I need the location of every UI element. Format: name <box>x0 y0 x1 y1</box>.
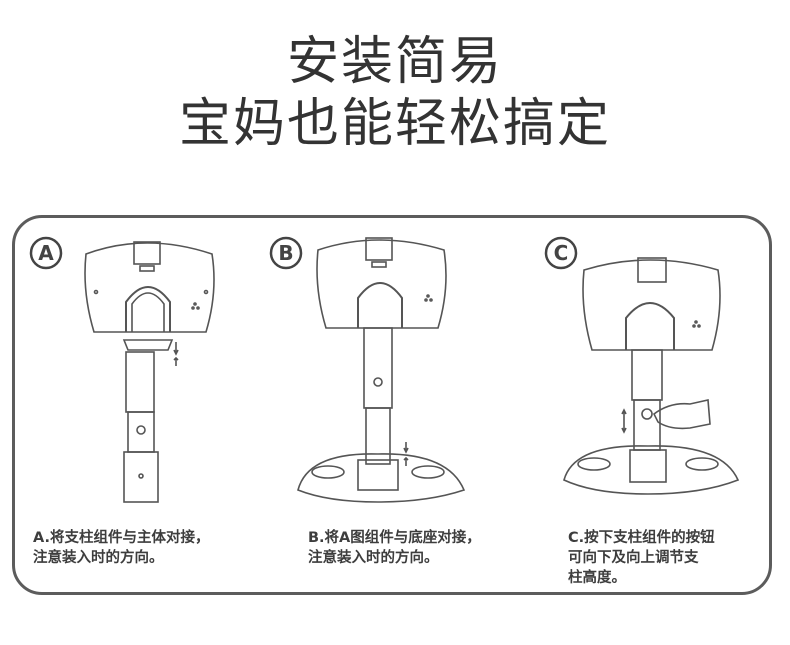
step-a-badge: A <box>29 236 63 270</box>
step-b-badge: B <box>269 236 303 270</box>
step-b-caption-line-1: B.将A图组件与底座对接， <box>308 530 481 546</box>
step-a-caption-line-2: 注意装入时的方向。 <box>33 550 164 566</box>
step-c-caption-line-2: 可向下及向上调节支 <box>568 550 699 566</box>
pole-assembly-icon <box>363 327 409 466</box>
instruction-panel <box>12 215 772 595</box>
base-icon <box>563 445 740 495</box>
step-a-caption-line-1: A.将支柱组件与主体对接， <box>33 530 210 546</box>
step-c-badge: C <box>544 236 578 270</box>
backboard-icon <box>316 237 447 329</box>
step-b-badge-letter: B <box>278 241 293 265</box>
step-b-caption: B.将A图组件与底座对接， 注意装入时的方向。 <box>308 528 558 568</box>
step-c-illustration: C <box>544 236 740 495</box>
base-icon <box>297 453 466 503</box>
pole-assembly-icon <box>122 339 179 503</box>
step-a-caption: A.将支柱组件与主体对接， 注意装入时的方向。 <box>33 528 283 568</box>
backboard-icon <box>582 257 721 351</box>
step-a-illustration: A <box>29 236 215 503</box>
headline-line-2: 宝妈也能轻松搞定 <box>178 94 611 154</box>
backboard-icon <box>84 241 215 333</box>
step-c-caption-line-1: C.按下支柱组件的按钮 <box>568 530 715 546</box>
step-b-illustration: B <box>269 236 466 503</box>
step-c-caption: C.按下支柱组件的按钮 可向下及向上调节支 柱高度。 <box>568 528 768 588</box>
step-a-badge-letter: A <box>38 241 54 265</box>
headline-line-1: 安装简易 <box>286 32 503 92</box>
step-b-caption-line-2: 注意装入时的方向。 <box>308 550 439 566</box>
step-c-caption-line-3: 柱高度。 <box>568 570 626 586</box>
hand-icon <box>652 399 711 430</box>
step-c-badge-letter: C <box>554 241 569 265</box>
pole-assembly-icon <box>621 349 663 451</box>
